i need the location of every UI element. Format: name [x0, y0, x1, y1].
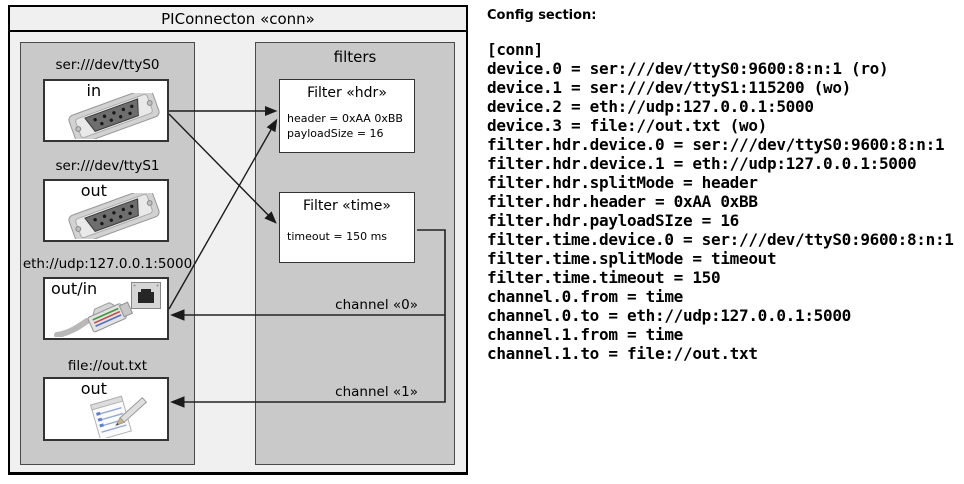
filters-group-label: filters	[333, 48, 377, 66]
port-direction-label: in	[86, 81, 102, 100]
device-uri-label: file://out.txt	[67, 358, 148, 374]
device-box-file: out	[43, 377, 169, 441]
filter-param: payloadSize = 16	[287, 127, 384, 140]
device-box-ttyS0: in	[43, 79, 169, 142]
config-line: channel.0.from = time	[487, 287, 683, 306]
filter-box-hdr: Filter «hdr» header = 0xAA 0xBB payloadS…	[279, 79, 415, 153]
config-line: filter.hdr.header = 0xAA 0xBB	[487, 192, 758, 211]
config-line: channel.1.to = file://out.txt	[487, 344, 758, 363]
config-line: device.0 = ser:///dev/ttyS0:9600:8:n:1 (…	[487, 59, 889, 78]
device-box-ttyS1: out	[43, 179, 169, 242]
filter-title: Filter «time»	[303, 198, 391, 214]
config-line: filter.time.timeout = 150	[487, 268, 721, 287]
config-line: filter.hdr.device.0 = ser:///dev/ttyS0:9…	[487, 135, 945, 154]
config-line: filter.hdr.payloadSIze = 16	[487, 211, 739, 230]
devices-group: ser:///dev/ttyS0 in	[20, 42, 195, 465]
config-listing: [conn]device.0 = ser:///dev/ttyS0:9600:8…	[487, 40, 954, 363]
port-direction-label: out	[80, 181, 107, 200]
device-box-eth: out/in	[43, 277, 169, 340]
config-line: filter.time.device.0 = ser:///dev/ttyS0:…	[487, 230, 954, 249]
serial-connector-icon	[68, 93, 160, 139]
config-heading: Config section:	[487, 8, 597, 23]
config-line: filter.hdr.device.1 = eth://udp:127.0.0.…	[487, 154, 917, 173]
config-line: [conn]	[487, 40, 543, 59]
config-line: device.2 = eth://udp:127.0.0.1:5000	[487, 97, 814, 116]
device-uri-label: ser:///dev/ttyS1	[55, 158, 160, 174]
device-uri-label: eth://udp:127.0.0.1:5000	[22, 256, 193, 272]
filter-box-time: Filter «time» timeout = 150 ms	[279, 192, 415, 263]
config-line: channel.0.to = eth://udp:127.0.0.1:5000	[487, 306, 851, 325]
device-uri-label: ser:///dev/ttyS0	[55, 57, 160, 73]
config-line: device.1 = ser:///dev/ttyS1:115200 (wo)	[487, 78, 851, 97]
ethernet-jack-icon	[131, 282, 161, 309]
filter-title: Filter «hdr»	[307, 85, 387, 101]
notepad-icon	[90, 395, 148, 438]
config-section: Config section: [conn]device.0 = ser:///…	[483, 0, 961, 484]
piconnecton-component-box: PIConnecton «conn» ser:///dev/ttyS0 in	[8, 5, 468, 475]
config-line: filter.time.splitMode = timeout	[487, 249, 777, 268]
diagram-title: PIConnecton «conn»	[10, 7, 466, 32]
channel-1-label: channel «1»	[335, 384, 418, 400]
config-line: filter.hdr.splitMode = header	[487, 173, 758, 192]
filter-param: header = 0xAA 0xBB	[287, 112, 403, 125]
ethernet-plug-icon	[54, 301, 134, 337]
port-direction-label: out	[80, 379, 107, 398]
port-direction-label: out/in	[51, 279, 98, 298]
config-line: channel.1.from = time	[487, 325, 683, 344]
filters-group: filters Filter «hdr» header = 0xAA 0xBB …	[255, 42, 455, 465]
channel-0-label: channel «0»	[335, 297, 418, 313]
config-line: device.3 = file://out.txt (wo)	[487, 116, 767, 135]
filter-param: timeout = 150 ms	[287, 230, 388, 243]
serial-connector-icon	[68, 193, 160, 239]
